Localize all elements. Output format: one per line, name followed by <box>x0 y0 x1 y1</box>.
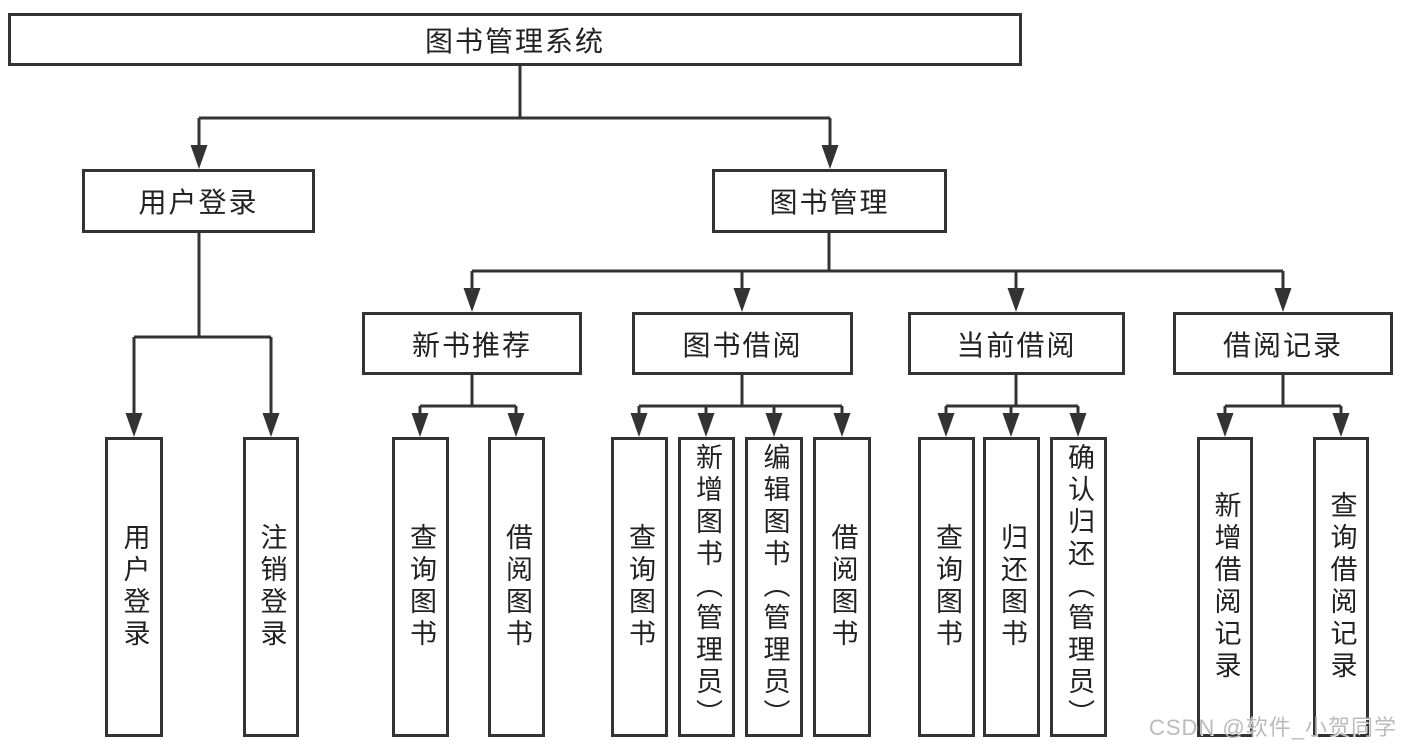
node-borrowing-records: 借阅记录 <box>1173 312 1393 375</box>
node-user-login: 用户登录 <box>105 437 163 737</box>
arrowhead-icon <box>507 413 525 437</box>
node-label-edit-books-admin: 编辑图书（管理员） <box>759 443 790 731</box>
arrowhead-icon <box>630 413 648 437</box>
node-label-return-books: 归还图书 <box>997 523 1027 651</box>
arrowhead-icon <box>1274 288 1292 312</box>
node-label-new-book-recommend: 新书推荐 <box>411 329 532 361</box>
node-book-management: 图书管理 <box>712 169 947 233</box>
node-query-books-borrow: 查询图书 <box>611 437 668 737</box>
watermark: CSDN @软件_小贺同学 <box>1148 715 1397 740</box>
node-label-logout: 注销登录 <box>256 523 287 651</box>
node-edit-books-admin: 编辑图书（管理员） <box>745 437 803 737</box>
node-label-query-books-current: 查询图书 <box>932 523 962 651</box>
node-label-borrow-books: 借阅图书 <box>827 523 858 651</box>
arrowhead-icon <box>125 413 143 437</box>
arrowhead-icon <box>262 413 280 437</box>
node-add-books-admin: 新增图书（管理员） <box>678 437 735 737</box>
node-query-books-rec: 查询图书 <box>392 437 449 737</box>
node-query-books-current: 查询图书 <box>918 437 975 737</box>
node-label-query-books-borrow: 查询图书 <box>625 523 655 651</box>
arrowhead-icon <box>1069 413 1087 437</box>
node-label-query-borrow-record: 查询借阅记录 <box>1326 491 1357 683</box>
node-book-borrowing: 图书借阅 <box>632 312 853 375</box>
node-root: 图书管理系统 <box>8 13 1022 66</box>
node-label-borrowing-records: 借阅记录 <box>1222 329 1343 361</box>
node-query-borrow-record: 查询借阅记录 <box>1313 437 1369 737</box>
arrowhead-icon <box>1332 413 1350 437</box>
node-label-confirm-return-admin: 确认归还（管理员） <box>1064 443 1094 731</box>
node-label-book-borrowing: 图书借阅 <box>682 329 803 361</box>
arrowhead-icon <box>733 288 751 312</box>
node-current-borrowing: 当前借阅 <box>908 312 1125 375</box>
arrowhead-icon <box>411 413 429 437</box>
arrowhead-icon <box>190 145 208 169</box>
arrowhead-icon <box>697 413 715 437</box>
node-label-user-login: 用户登录 <box>119 523 150 651</box>
node-label-query-books-rec: 查询图书 <box>406 523 436 651</box>
node-user-login-branch: 用户登录 <box>82 169 315 233</box>
arrowhead-icon <box>833 413 851 437</box>
node-borrow-books-rec: 借阅图书 <box>488 437 545 737</box>
node-label-current-borrowing: 当前借阅 <box>956 329 1077 361</box>
node-label-user-login-branch: 用户登录 <box>138 187 259 218</box>
arrowhead-icon <box>1216 413 1234 437</box>
node-add-borrow-record: 新增借阅记录 <box>1197 437 1253 737</box>
node-label-root: 图书管理系统 <box>424 25 605 57</box>
node-logout: 注销登录 <box>243 437 299 737</box>
node-label-add-books-admin: 新增图书（管理员） <box>692 443 722 731</box>
node-new-book-recommend: 新书推荐 <box>362 312 582 375</box>
node-return-books: 归还图书 <box>983 437 1040 737</box>
arrowhead-icon <box>937 413 955 437</box>
arrowhead-icon <box>1002 413 1020 437</box>
arrowhead-icon <box>463 288 481 312</box>
node-label-add-borrow-record: 新增借阅记录 <box>1210 491 1241 683</box>
node-label-borrow-books-rec: 借阅图书 <box>502 523 532 651</box>
arrowhead-icon <box>821 145 839 169</box>
arrowhead-icon <box>765 413 783 437</box>
node-label-book-management: 图书管理 <box>769 187 890 218</box>
node-confirm-return-admin: 确认归还（管理员） <box>1050 437 1107 737</box>
node-borrow-books: 借阅图书 <box>813 437 871 737</box>
arrowhead-icon <box>1007 288 1025 312</box>
